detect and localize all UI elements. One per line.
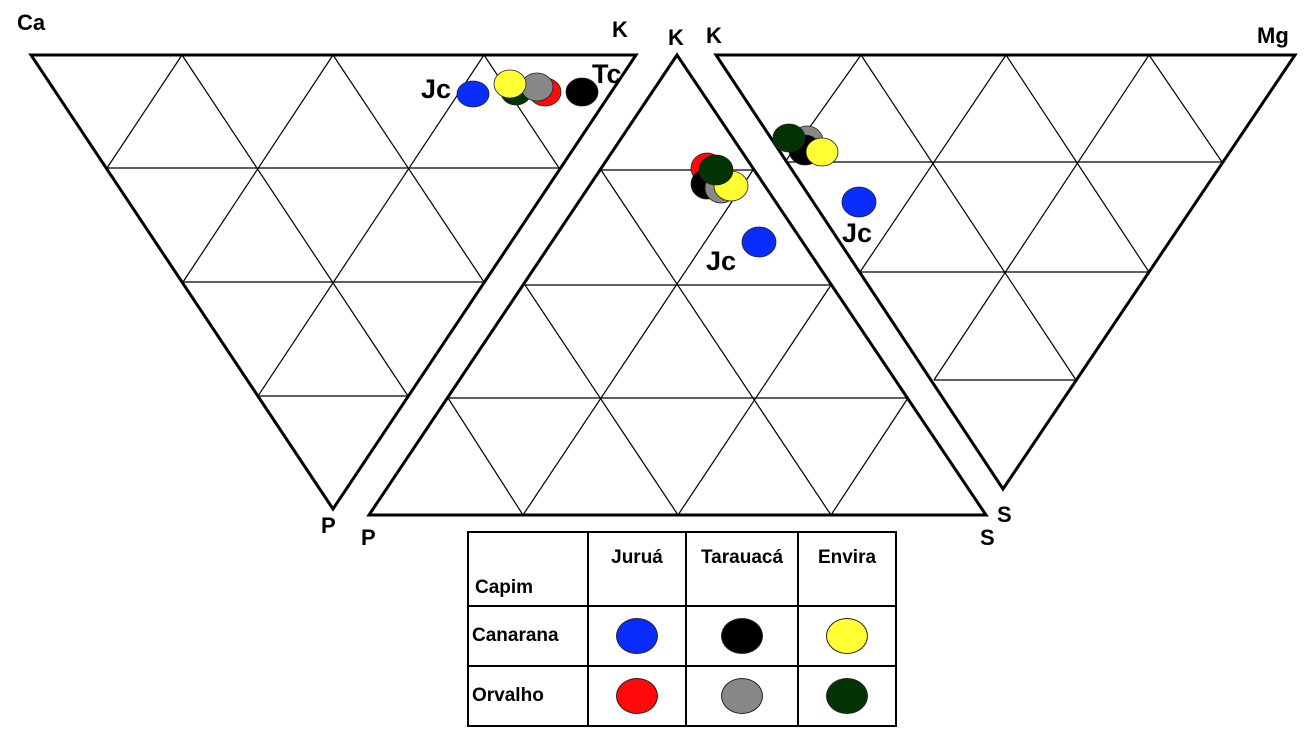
triangle-k-mg-s-grid: [784, 54, 1223, 381]
vertex-label-k: K: [612, 17, 628, 42]
vertex-label-k: K: [706, 23, 722, 48]
legend-cell: [797, 605, 897, 667]
sample-canarana-envira: [493, 69, 527, 99]
swatch-canarana-tarauaca: [721, 618, 763, 654]
point-label-jc: Jc: [421, 74, 451, 104]
swatch-canarana-envira: [826, 618, 868, 654]
point-label-jc: Jc: [842, 218, 872, 248]
legend-column-jurua: Juruá: [587, 531, 687, 607]
triangle-k-p-s-outline: [366, 52, 989, 517]
legend-cell: [587, 665, 687, 727]
legend-cell: [797, 665, 897, 727]
triangle-k-mg-s-samples: [772, 123, 877, 218]
sample-canarana-tarauaca: [565, 77, 599, 107]
point-label-jc: Jc: [706, 246, 736, 276]
vertex-label-k: K: [668, 25, 684, 50]
vertex-label-s: S: [980, 525, 995, 550]
triangle-k-p-s: K P S Jc: [361, 25, 995, 550]
triangle-k-mg-s-outline: [713, 53, 1298, 492]
triangle-ca-k-p-samples: [456, 69, 599, 108]
legend-row-orvalho: Orvalho: [467, 665, 897, 727]
legend-row-canarana: Canarana: [467, 605, 897, 667]
vertex-label-ca: Ca: [17, 10, 46, 35]
vertex-label-p: P: [321, 513, 336, 538]
legend-cell: [685, 605, 799, 667]
vertex-label-mg: Mg: [1257, 23, 1289, 48]
sample-canarana-envira: [805, 137, 839, 167]
triangle-k-p-s-grid: [447, 169, 909, 516]
sample-canarana-jurua: [456, 80, 490, 108]
legend-table: Capim Juruá Tarauacá Envira Canarana Orv…: [467, 531, 897, 727]
legend-cell: [587, 605, 687, 667]
legend-column-tarauaca: Tarauacá: [685, 531, 799, 607]
vertex-label-p: P: [361, 525, 376, 550]
legend-header-row: Capim Juruá Tarauacá Envira: [467, 531, 897, 607]
point-label-tc: Tc: [592, 59, 622, 89]
triangle-k-p-s-samples: [690, 152, 777, 258]
sample-orvalho-envira: [698, 154, 734, 186]
sample-canarana-jurua: [841, 186, 877, 218]
swatch-orvalho-tarauaca: [721, 678, 763, 714]
triangle-k-mg-s: K Mg S Jc: [706, 23, 1298, 527]
sample-canarana-jurua: [741, 226, 777, 258]
swatch-canarana-jurua: [616, 618, 658, 654]
vertex-label-s: S: [997, 502, 1012, 527]
triangle-ca-k-p-grid: [106, 54, 560, 397]
sample-orvalho-envira: [772, 123, 806, 153]
triangle-ca-k-p: Ca K P Jc Tc: [17, 10, 639, 538]
legend-column-envira: Envira: [797, 531, 897, 607]
legend-row-label-orvalho: Orvalho: [467, 665, 589, 727]
swatch-orvalho-jurua: [616, 678, 658, 714]
legend-row-label-canarana: Canarana: [467, 605, 589, 667]
legend-corner-label: Capim: [467, 531, 589, 607]
triangle-ca-k-p-outline: [28, 53, 639, 512]
legend-cell: [685, 665, 799, 727]
swatch-orvalho-envira: [826, 678, 868, 714]
